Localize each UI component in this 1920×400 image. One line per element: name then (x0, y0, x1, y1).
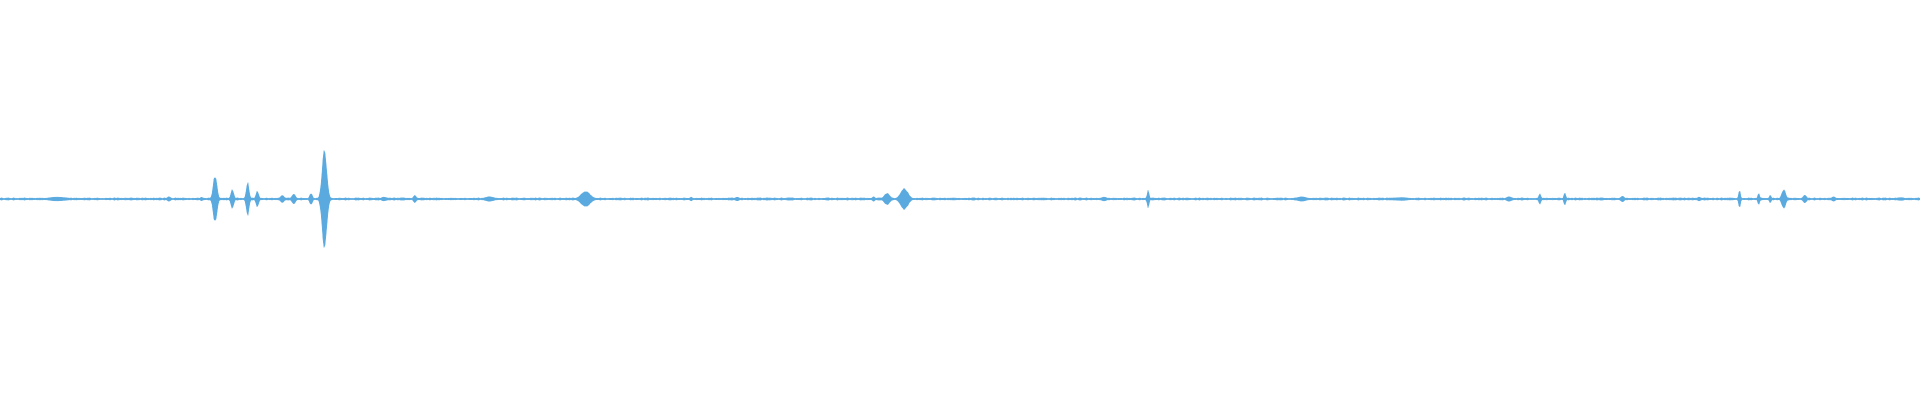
waveform-canvas (0, 149, 1920, 249)
